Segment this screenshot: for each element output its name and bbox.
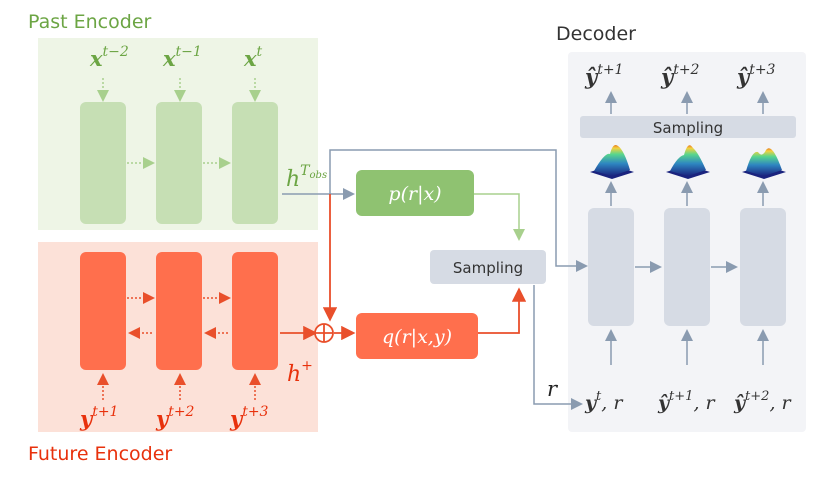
decoder-output-labels: ŷt+1 ŷt+2 ŷt+3 — [584, 62, 776, 89]
past-cell-1 — [80, 102, 126, 224]
future-input-arrows — [97, 373, 261, 400]
decoder-input-1: yt, r — [584, 389, 624, 414]
decoder-input-3: ŷt+2, r — [733, 389, 793, 414]
future-bidirectional-arrows — [127, 292, 231, 339]
past-encoder-label: Past Encoder — [28, 11, 152, 33]
h-obs-label: hTobs — [286, 163, 327, 192]
sampling-mid-box — [430, 250, 546, 284]
distribution-icon-3 — [742, 148, 786, 179]
prior-box — [356, 170, 474, 216]
decoder-cell-2 — [664, 208, 710, 326]
past-input-arrows — [97, 78, 261, 102]
decoder-input-arrows — [605, 329, 769, 365]
decoder-input-2: ŷt+1, r — [657, 389, 717, 414]
sampling-to-decoder-input-arrow — [533, 285, 583, 410]
r-label: r — [547, 377, 559, 401]
prior-label: p(r|x) — [388, 183, 441, 205]
past-input-labels: xt−2 xt−1 xt — [89, 44, 263, 71]
h-obs-to-decoder-arrow — [329, 149, 588, 272]
past-cell-2 — [156, 102, 202, 224]
past-cell-3 — [232, 102, 278, 224]
distribution-icon-2 — [666, 145, 710, 179]
past-input-3: xt — [243, 44, 263, 71]
distribution-icon-1 — [590, 145, 634, 179]
sampling-top-label: Sampling — [653, 119, 723, 137]
decoder-output-arrows — [605, 91, 769, 114]
past-encoder-cells — [80, 102, 278, 224]
sampling-top-box — [580, 116, 796, 138]
posterior-label: q(r|x,y) — [382, 326, 452, 348]
future-input-3: yt+3 — [229, 404, 269, 431]
past-input-1: xt−2 — [89, 44, 129, 71]
decoder-output-2: ŷt+2 — [660, 62, 700, 89]
posterior-box — [356, 313, 478, 359]
prior-to-sampling-arrow — [474, 193, 525, 241]
future-cell-1 — [80, 252, 126, 370]
decoder-cells — [588, 208, 786, 326]
future-input-labels: yt+1 yt+2 yt+3 — [79, 404, 269, 431]
future-encoder-cells — [80, 252, 278, 370]
decoder-label: Decoder — [556, 23, 636, 45]
future-input-2: yt+2 — [155, 404, 195, 431]
past-input-2: xt−1 — [162, 44, 202, 71]
future-cell-2 — [156, 252, 202, 370]
future-cell-3 — [232, 252, 278, 370]
decoder-to-distribution-arrows — [605, 181, 769, 206]
future-input-1: yt+1 — [79, 404, 118, 431]
posterior-to-sampling-arrow — [478, 287, 527, 334]
decoder-output-3: ŷt+3 — [736, 62, 776, 89]
future-encoder-label: Future Encoder — [28, 443, 172, 465]
decoder-input-labels: yt, r ŷt+1, r ŷt+2, r — [584, 389, 793, 414]
decoder-cell-1 — [588, 208, 634, 326]
decoder-output-1: ŷt+1 — [584, 62, 623, 89]
sum-node — [314, 323, 334, 343]
h-plus-label: h+ — [287, 358, 313, 387]
sampling-mid-label: Sampling — [453, 259, 523, 277]
decoder-cell-3 — [740, 208, 786, 326]
